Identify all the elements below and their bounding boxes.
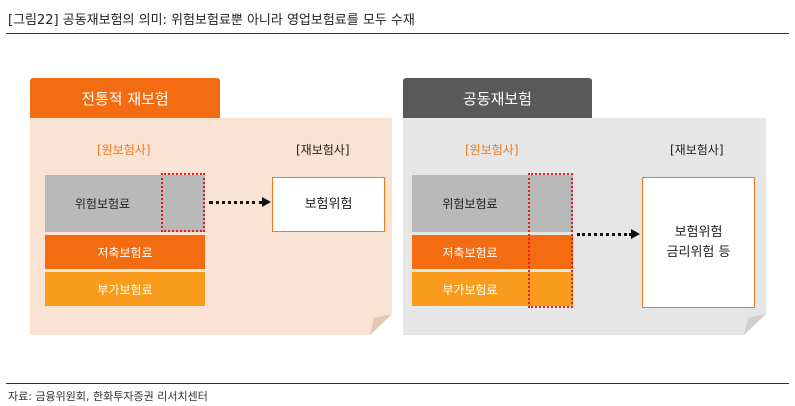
right-savings-premium-block: 저축보험료 [412, 235, 528, 269]
left-panel-tab-label: 전통적 재보험 [81, 89, 169, 108]
right-panel-tab-label: 공동재보험 [462, 89, 532, 108]
left-panel-tab: 전통적 재보험 [30, 78, 220, 118]
left-ceded-portion-highlight [161, 173, 205, 232]
top-rule [6, 33, 789, 34]
left-risk-premium-block: 위험보험료 [45, 175, 160, 232]
left-transfer-arrowhead [262, 197, 271, 207]
right-ceded-portion-highlight [528, 173, 573, 308]
figure-title: [그림22] 공동재보험의 의미: 위험보험료뿐 아니라 영업보험료를 모두 수… [8, 13, 415, 28]
left-loading-premium-label: 부가보험료 [97, 282, 153, 297]
left-reinsurer-box: 보험위험 [272, 177, 385, 232]
right-loading-premium-block: 부가보험료 [412, 272, 528, 306]
figure-source: 자료: 금융위원회, 한화투자증권 리서치센터 [8, 390, 208, 403]
right-panel-tab: 공동재보험 [403, 78, 592, 118]
left-transfer-arrow-line [209, 201, 263, 204]
right-reinsurer-label: [재보험사] [670, 143, 724, 157]
right-savings-premium-label: 저축보험료 [442, 245, 498, 260]
left-loading-premium-block: 부가보험료 [45, 272, 205, 306]
right-loading-premium-segment [528, 272, 573, 306]
right-risk-premium-label: 위험보험료 [442, 197, 498, 211]
left-reinsurer-item: 보험위험 [304, 196, 353, 212]
right-transfer-arrow-line [577, 233, 632, 236]
left-savings-premium-block: 저축보험료 [45, 235, 205, 269]
left-risk-premium-segment [160, 175, 205, 232]
bottom-rule [6, 383, 789, 384]
right-risk-premium-segment [528, 175, 573, 232]
right-insurer-label: [원보험사] [465, 143, 519, 157]
right-savings-premium-segment [528, 235, 573, 269]
left-savings-premium-label: 저축보험료 [97, 245, 153, 260]
right-risk-premium-block: 위험보험료 [412, 175, 528, 232]
left-reinsurer-label: [재보험사] [296, 143, 350, 157]
right-reinsurer-item-insurance-risk: 보험위험 [674, 224, 723, 240]
right-reinsurer-item-interest-risk: 금리위험 등 [666, 244, 731, 260]
right-loading-premium-label: 부가보험료 [442, 282, 498, 297]
right-transfer-arrowhead [631, 229, 640, 239]
right-reinsurer-box: 보험위험 금리위험 등 [642, 177, 755, 308]
left-insurer-label: [원보험사] [97, 143, 151, 157]
left-risk-premium-label: 위험보험료 [74, 197, 131, 211]
